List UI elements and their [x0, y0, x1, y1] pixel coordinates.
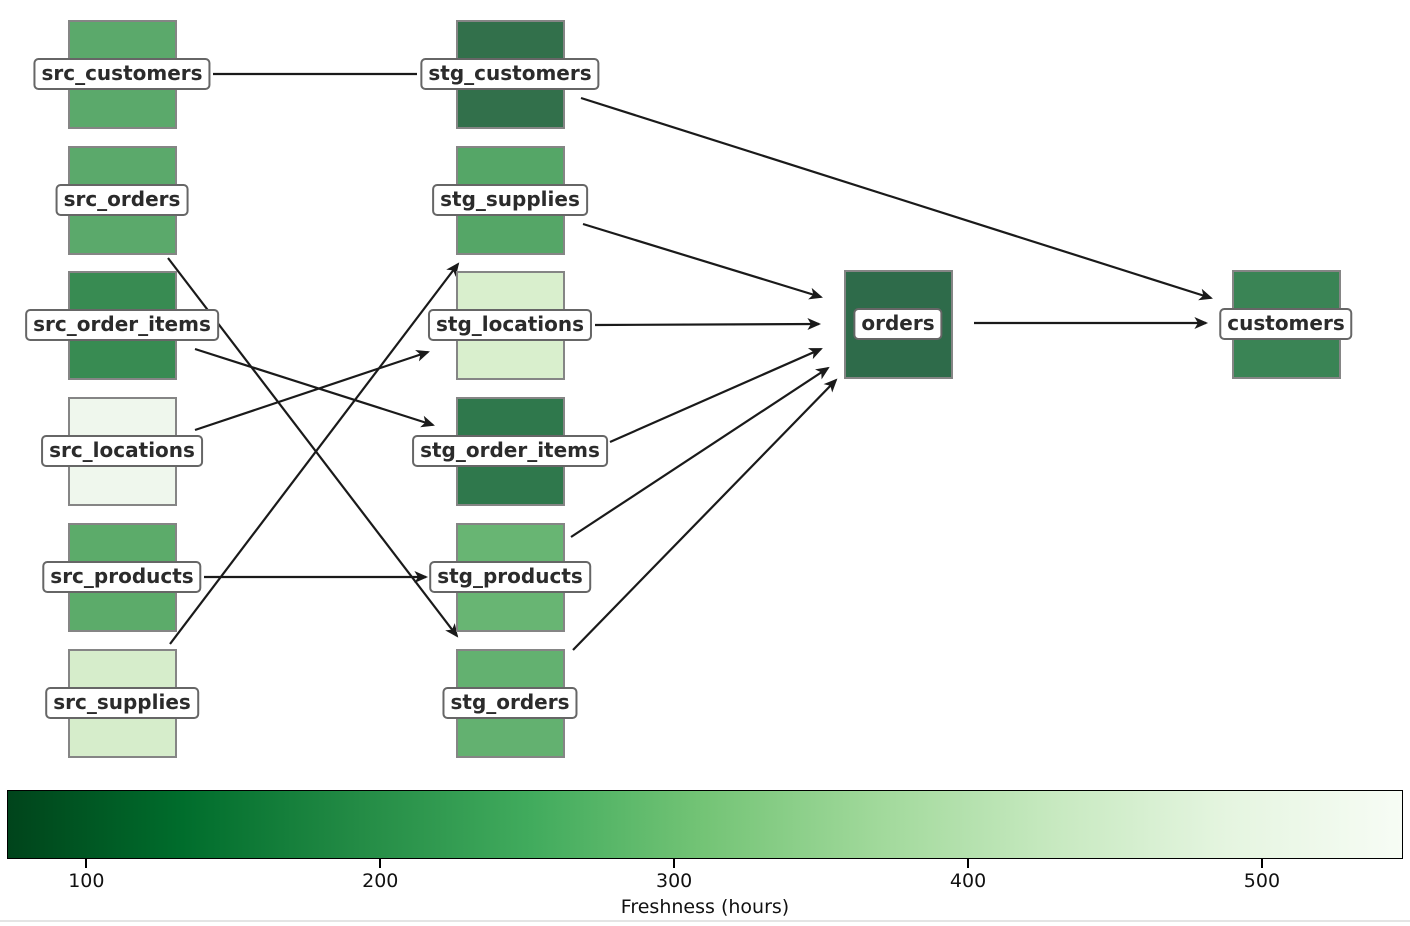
- colorbar-gradient: [7, 790, 1403, 859]
- node-label-src_orders: src_orders: [55, 184, 189, 216]
- figure-bottom-rule: [0, 920, 1410, 922]
- node-label-src_customers: src_customers: [33, 58, 211, 90]
- node-label-customers: customers: [1219, 308, 1353, 340]
- colorbar-tick-200: [379, 859, 382, 868]
- edge-src_order_items-to-stg_order_items: [194, 347, 435, 428]
- edge-stg_products-to-orders: [570, 366, 830, 538]
- node-label-src_order_items: src_order_items: [25, 309, 219, 341]
- node-label-src_products: src_products: [42, 561, 202, 593]
- node-label-src_locations: src_locations: [41, 435, 203, 467]
- edge-stg_orders-to-orders: [572, 378, 838, 651]
- node-label-stg_locations: stg_locations: [427, 309, 593, 341]
- colorbar-tick-label-200: 200: [362, 870, 399, 892]
- node-label-stg_customers: stg_customers: [420, 58, 600, 90]
- node-label-stg_orders: stg_orders: [442, 687, 578, 719]
- colorbar-tick-label-400: 400: [949, 870, 987, 892]
- edge-stg_supplies-to-orders: [582, 222, 823, 300]
- edge-stg_order_items-to-orders: [609, 347, 823, 444]
- node-label-stg_order_items: stg_order_items: [412, 435, 608, 467]
- colorbar-axis-label: Freshness (hours): [620, 896, 790, 918]
- node-label-stg_supplies: stg_supplies: [432, 184, 588, 216]
- colorbar-tick-300: [673, 859, 676, 868]
- node-label-src_supplies: src_supplies: [45, 687, 199, 719]
- colorbar-tick-label-100: 100: [68, 870, 105, 892]
- colorbar-tick-400: [967, 859, 970, 868]
- colorbar-tick-100: [85, 859, 88, 868]
- edge-stg_locations-to-orders: [594, 318, 822, 331]
- edge-stg_customers-to-customers: [580, 96, 1213, 301]
- edge-src_locations-to-stg_locations: [194, 349, 430, 432]
- colorbar-tick-label-300: 300: [656, 870, 693, 892]
- colorbar-tick-label-500: 500: [1243, 870, 1281, 892]
- colorbar-tick-500: [1260, 859, 1263, 868]
- node-label-orders: orders: [853, 308, 943, 340]
- node-label-stg_products: stg_products: [429, 561, 591, 593]
